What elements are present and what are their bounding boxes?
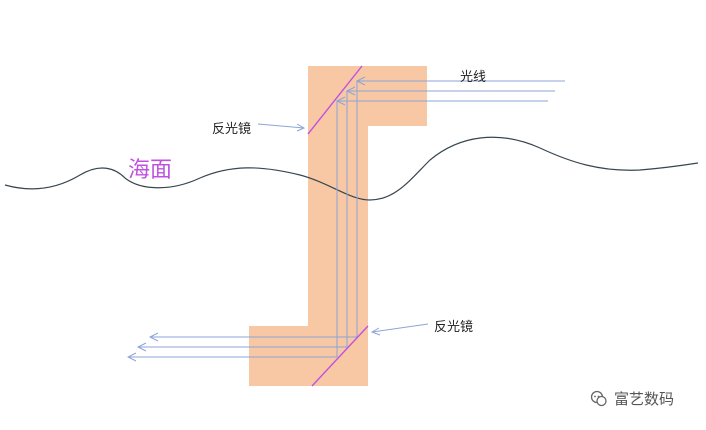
label-pointers <box>257 123 429 336</box>
pointer-line-bottom <box>371 323 429 333</box>
watermark: 富艺数码 <box>590 388 674 409</box>
ray-arrowheads <box>126 76 366 362</box>
bottom-mirror-label: 反光镜 <box>434 320 474 335</box>
wechat-chat-bubble-icon <box>590 390 608 408</box>
outgoing-light-rays <box>128 336 357 358</box>
bottom-mirror <box>311 325 369 387</box>
sea-surface-label: 海面 <box>128 158 173 183</box>
arrowhead <box>355 76 366 86</box>
pointer-arrow-top <box>296 123 306 132</box>
watermark-text: 富艺数码 <box>614 390 675 408</box>
incoming-light-rays <box>337 80 565 102</box>
periscope-body <box>249 66 427 386</box>
arrowhead <box>148 332 159 342</box>
vertical-light-rays <box>336 81 358 357</box>
top-mirror-label: 反光镜 <box>212 122 252 137</box>
arrowhead <box>126 352 137 362</box>
top-mirror <box>307 65 363 135</box>
arrowhead <box>345 86 356 96</box>
pointer-arrow-bottom <box>370 327 381 336</box>
arrowhead <box>136 342 147 352</box>
sea-surface-wave <box>4 136 699 201</box>
arrowhead <box>335 96 346 106</box>
pointer-line-top <box>257 123 305 129</box>
light-label: 光线 <box>460 70 487 85</box>
